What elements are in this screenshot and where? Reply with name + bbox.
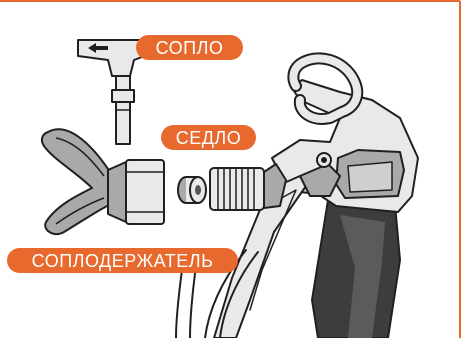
label-nozzle: СОПЛО: [136, 35, 243, 60]
label-seat: СЕДЛО: [161, 125, 256, 150]
spray-gun: [176, 58, 418, 338]
label-nozzle-text: СОПЛО: [156, 38, 224, 58]
seat-part: [178, 177, 206, 203]
gun-threaded-barrel: [210, 164, 286, 210]
label-seat-text: СЕДЛО: [176, 128, 242, 148]
tip-holder-part: [42, 129, 164, 234]
label-holder: СОПЛОДЕРЖАТЕЛЬ: [7, 248, 238, 273]
label-holder-text: СОПЛОДЕРЖАТЕЛЬ: [32, 251, 214, 271]
